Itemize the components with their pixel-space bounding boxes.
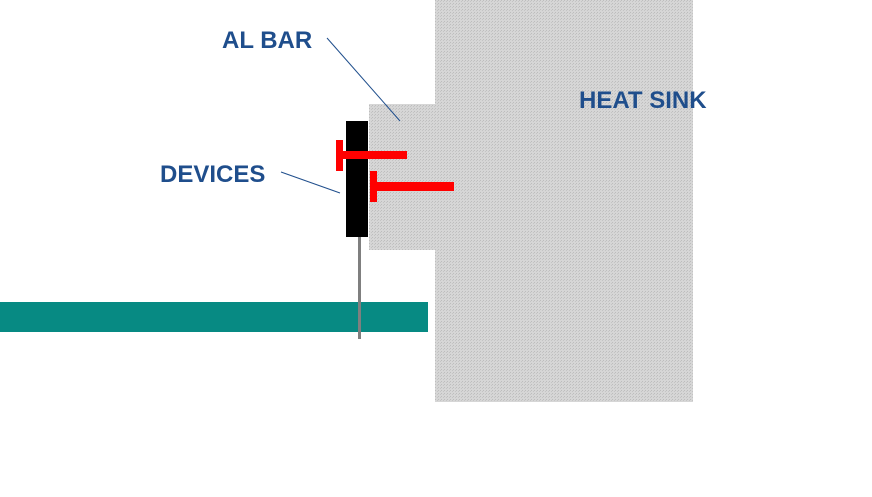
screw-lower — [370, 171, 454, 202]
pcb-board — [0, 302, 428, 332]
al-bar-label: AL BAR — [222, 27, 312, 54]
devices-leader-line — [280, 171, 341, 194]
heat-sink-label: HEAT SINK — [579, 87, 707, 114]
device-lead — [358, 235, 361, 339]
device-body — [346, 121, 368, 237]
al-bar — [369, 104, 436, 250]
screw-upper — [336, 140, 407, 171]
heat-sink — [435, 0, 693, 402]
al-bar-leader-line — [326, 37, 401, 122]
devices-label: DEVICES — [160, 161, 265, 188]
